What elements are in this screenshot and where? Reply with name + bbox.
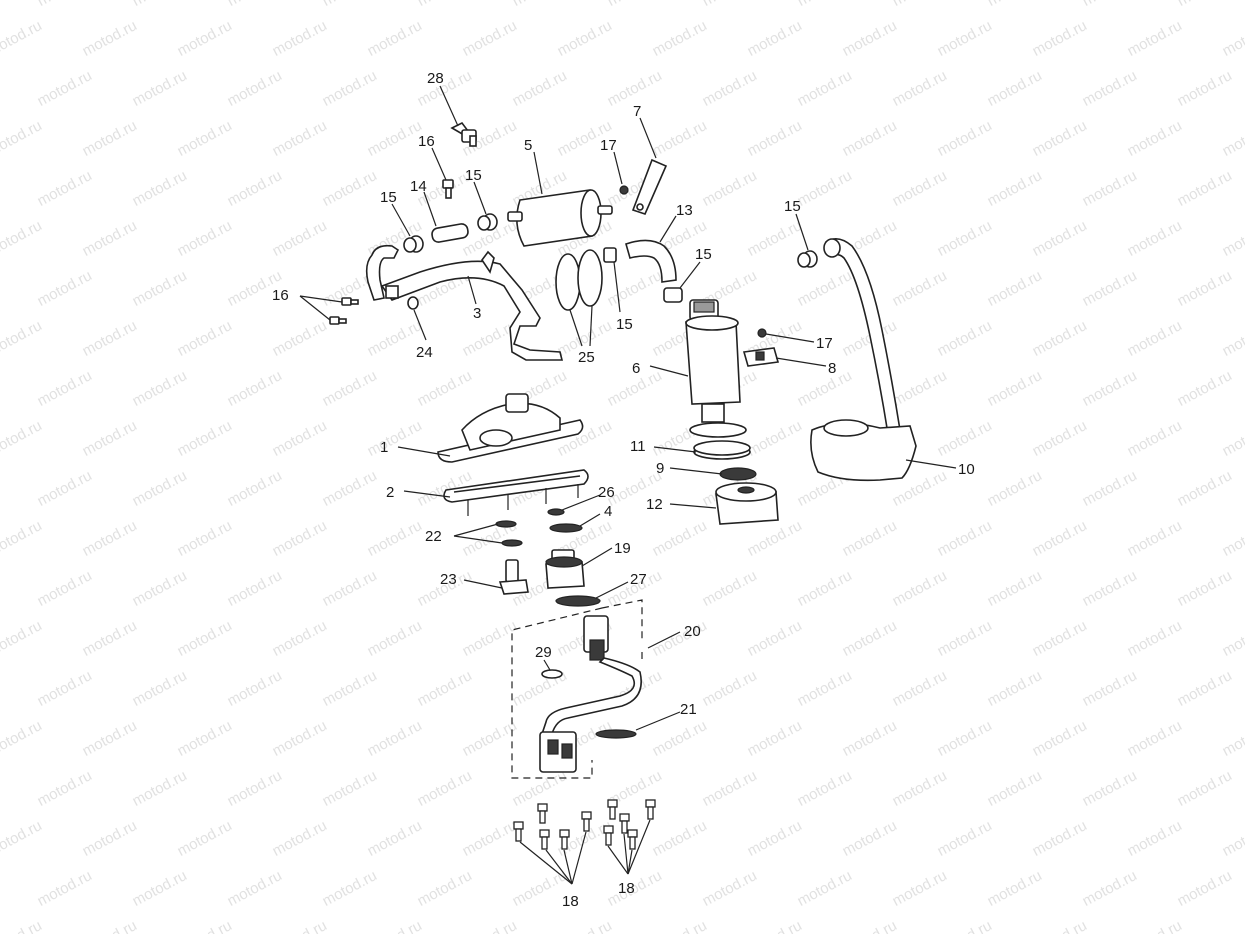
- callout-14: 14: [410, 178, 427, 195]
- part-23-fitting: [498, 559, 529, 595]
- part-3-fuel-line: [365, 244, 564, 361]
- callout-15-c: 15: [695, 246, 712, 263]
- part-24-o-ring: [407, 296, 419, 310]
- part-2-gasket-plate: [443, 469, 589, 516]
- callout-15-e: 15: [784, 198, 801, 215]
- callout-29: 29: [535, 644, 552, 661]
- part-12-strainer: [715, 482, 779, 525]
- callout-23: 23: [440, 571, 457, 588]
- callout-10: 10: [958, 461, 975, 478]
- callout-16-left: 16: [272, 287, 289, 304]
- part-14-hose: [431, 223, 469, 243]
- part-20-wiring-harness: [511, 599, 643, 779]
- part-15-clamp-rings: [403, 213, 818, 303]
- callout-9: 9: [656, 460, 664, 477]
- part-18-bolts: [513, 799, 656, 850]
- part-1-mounting-flange: [437, 393, 584, 463]
- part-17-nut-right: [757, 328, 767, 338]
- callout-labels: 28 16 14 15 15 5 17 7 13 15 15 15 16 3 2…: [272, 70, 975, 910]
- part-29-seal: [541, 669, 563, 679]
- callout-24: 24: [416, 344, 433, 361]
- part-10-pickup-assembly: [810, 238, 917, 482]
- part-16-screw-top: [442, 179, 454, 199]
- part-17-nut-top: [619, 185, 629, 195]
- part-19-valve-cap: [545, 549, 585, 589]
- leader-lines: [299, 85, 957, 885]
- part-7-bracket-strap: [631, 158, 668, 215]
- callout-8: 8: [828, 360, 836, 377]
- callout-15-b: 15: [465, 167, 482, 184]
- callout-21: 21: [680, 701, 697, 718]
- callout-27: 27: [630, 571, 647, 588]
- callout-18-left: 18: [562, 893, 579, 910]
- callout-26: 26: [598, 484, 615, 501]
- part-16-screws-left: [329, 297, 359, 325]
- callout-12: 12: [646, 496, 663, 513]
- callout-3: 3: [473, 305, 481, 322]
- callout-25: 25: [578, 349, 595, 366]
- callout-13: 13: [676, 202, 693, 219]
- part-5-fuel-filter: [507, 189, 613, 247]
- callout-7: 7: [633, 103, 641, 120]
- callout-19: 19: [614, 540, 631, 557]
- callout-16-top: 16: [418, 133, 435, 150]
- part-21-o-ring: [595, 729, 637, 739]
- part-28-elbow-connector: [450, 121, 477, 147]
- part-9-filter-disc: [719, 467, 757, 481]
- callout-2: 2: [386, 484, 394, 501]
- callout-28: 28: [427, 70, 444, 87]
- callout-5: 5: [524, 137, 532, 154]
- callout-18-right: 18: [618, 880, 635, 897]
- callout-17-right: 17: [816, 335, 833, 352]
- callout-20: 20: [684, 623, 701, 640]
- small-o-rings: [495, 508, 583, 547]
- callout-15-a: 15: [380, 189, 397, 206]
- callout-1: 1: [380, 439, 388, 456]
- part-8-clip: [742, 347, 780, 367]
- part-13-elbow-hose: [625, 239, 677, 283]
- callout-11: 11: [630, 438, 646, 455]
- callout-6: 6: [632, 360, 640, 377]
- callout-22: 22: [425, 528, 442, 545]
- part-27-o-ring: [555, 595, 601, 607]
- part-11-ring: [693, 440, 751, 460]
- part-6-fuel-pump: [685, 299, 747, 438]
- callout-15-d: 15: [616, 316, 633, 333]
- callout-17-top: 17: [600, 137, 617, 154]
- callout-4: 4: [604, 503, 612, 520]
- part-25-hose-clamps: [555, 249, 603, 311]
